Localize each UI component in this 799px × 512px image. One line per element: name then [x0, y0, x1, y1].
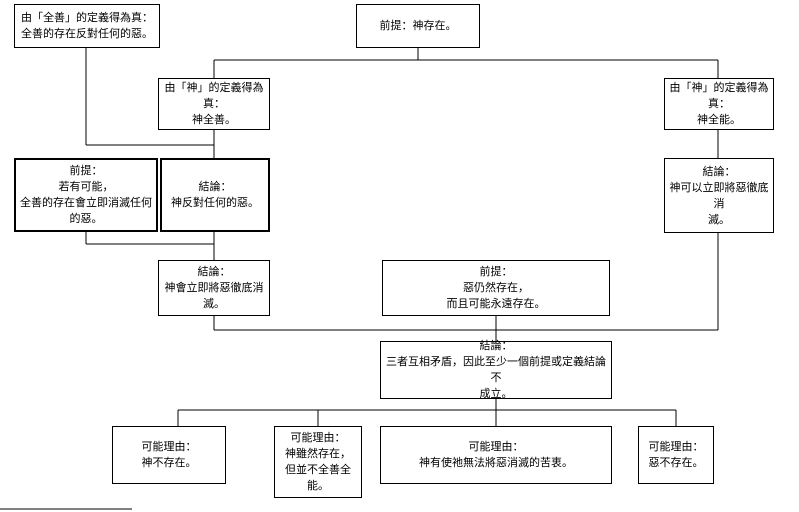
node-text-line: 真： [708, 97, 730, 110]
node-text-line: 真： [203, 97, 225, 110]
node-text-line: 惡仍然存在， [463, 281, 529, 294]
node-text: 由「全善」的定義得為真： 全善的存在反對任何的惡。 [21, 10, 153, 42]
node-text-line: 前提： [479, 265, 513, 278]
reason-god-has-reasons: 可能理由： 神有使祂無法將惡消滅的苦衷。 [380, 426, 612, 484]
node-text-line: 惡不存在。 [648, 456, 704, 469]
premise-evil-exists: 前提： 惡仍然存在， 而且可能永遠存在。 [382, 260, 610, 316]
definition-god-omnipotent: 由「神」的定義得為真： 神全能。 [664, 78, 774, 130]
node-text-line: 由「全善」的定義得為真： [21, 11, 153, 24]
node-text-line: 由「神」的定義得為 [164, 81, 264, 94]
conclusion-contradiction: 結論： 三者互相矛盾，因此至少一個前提或定義結論不成立。 [380, 338, 612, 402]
node-text-line: 滅。 [708, 212, 730, 226]
node-text-line: 由「神」的定義得為 [669, 81, 769, 94]
node-text-line: 神有使祂無法將惡消滅的苦衷。 [419, 456, 573, 469]
node-text-line: 神反對任何的惡。 [171, 196, 259, 209]
reason-evil-does-not-exist: 可能理由： 惡不存在。 [638, 426, 714, 484]
node-text: 可能理由： 神有使祂無法將惡消滅的苦衷。 [419, 439, 573, 471]
node-text-line: 前提： [69, 164, 103, 177]
node-text-line: 結論： [198, 180, 232, 193]
node-text-line: 結論： [702, 164, 736, 178]
node-text-line: 而且可能永遠存在。 [446, 297, 546, 310]
node-text-line: 若有可能， [58, 180, 114, 193]
node-text-line: 的惡。 [69, 212, 103, 225]
node-text-line: 結論： [479, 339, 513, 352]
premise-if-possible: 前提： 若有可能， 全善的存在會立即消滅任何的惡。 [14, 158, 158, 232]
node-text-line: 成立。 [479, 387, 513, 400]
definition-god-all-good: 由「神」的定義得為真： 神全善。 [158, 78, 270, 130]
node-text-line: 神全善。 [192, 113, 236, 126]
conclusion-god-can-eliminate-evil: 結論： 神可以立即將惡徹底消滅。 [664, 158, 774, 233]
node-text: 前提： 惡仍然存在， 而且可能永遠存在。 [447, 264, 546, 312]
node-text-line: 前提：神存在。 [379, 19, 457, 32]
node-text: 結論： 三者互相矛盾，因此至少一個前提或定義結論不成立。 [385, 338, 607, 402]
node-text-line: 可能理由： [468, 440, 524, 453]
node-text-line: 結論： [197, 265, 231, 278]
node-text-line: 神不存在。 [141, 456, 197, 469]
node-text-line: 滅。 [203, 297, 225, 310]
node-text: 結論： 神可以立即將惡徹底消滅。 [669, 164, 769, 228]
node-text-line: 神會立即將惡徹底消 [164, 281, 264, 294]
node-text-line: 全善的存在反對任何的惡。 [21, 27, 153, 40]
node-text: 可能理由： 惡不存在。 [649, 439, 704, 471]
node-text: 可能理由： 神雖然存在， 但並不全善全能。 [285, 430, 351, 494]
node-text-line: 全善的存在會立即消滅任何 [20, 196, 152, 209]
node-text: 由「神」的定義得為真： 神全善。 [165, 80, 264, 128]
reason-god-not-all-good: 可能理由： 神雖然存在， 但並不全善全能。 [274, 426, 362, 498]
node-text-line: 可能理由： [648, 440, 704, 453]
node-text-line: 神可以立即將惡徹底消 [669, 180, 769, 210]
node-text: 結論： 神反對任何的惡。 [171, 179, 259, 211]
conclusion-god-opposes-evil: 結論： 神反對任何的惡。 [160, 158, 270, 232]
node-text: 前提：神存在。 [380, 18, 457, 34]
node-text-line: 可能理由： [290, 431, 346, 444]
conclusion-god-would-eliminate-evil: 結論： 神會立即將惡徹底消滅。 [158, 260, 270, 316]
node-text-line: 可能理由： [141, 440, 197, 453]
reason-god-does-not-exist: 可能理由： 神不存在。 [112, 426, 226, 484]
node-text: 可能理由： 神不存在。 [142, 439, 197, 471]
node-text: 結論： 神會立即將惡徹底消滅。 [165, 264, 264, 312]
premise-god-exists: 前提：神存在。 [356, 4, 480, 48]
node-text-line: 神雖然存在， [285, 447, 351, 460]
definition-all-good: 由「全善」的定義得為真： 全善的存在反對任何的惡。 [14, 4, 160, 48]
node-text-line: 三者互相矛盾，因此至少一個前提或定義結論不 [386, 355, 606, 384]
node-text-line: 神全能。 [697, 113, 741, 126]
node-text: 前提： 若有可能， 全善的存在會立即消滅任何的惡。 [20, 163, 152, 227]
node-text: 由「神」的定義得為真： 神全能。 [670, 80, 769, 128]
node-text-line: 但並不全善全 [285, 463, 351, 476]
node-text-line: 能。 [307, 479, 329, 492]
